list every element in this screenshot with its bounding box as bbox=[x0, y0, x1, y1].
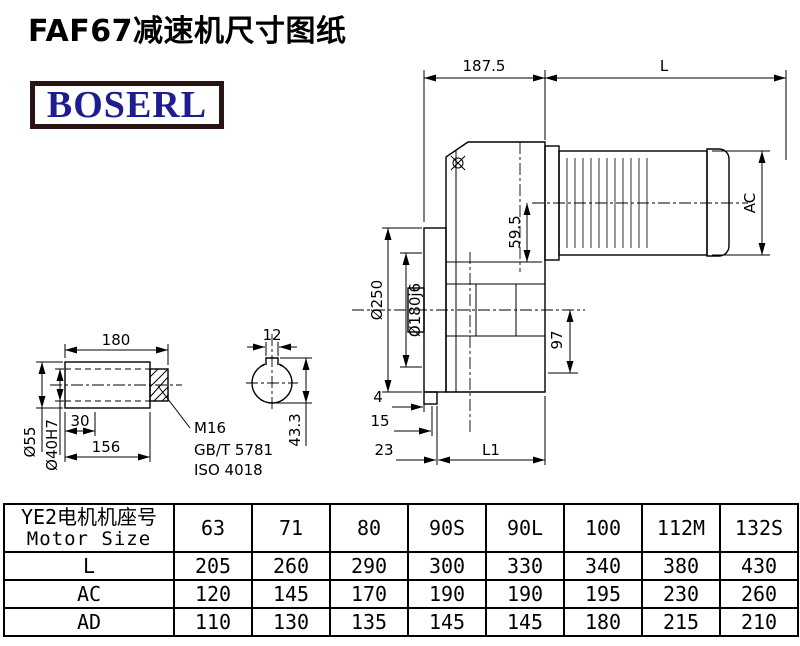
table-header-motor-size: YE2电机机座号 Motor Size bbox=[3, 503, 175, 553]
cell: 180 bbox=[563, 607, 643, 637]
cell: 145 bbox=[251, 579, 331, 609]
motor-size-label-en: Motor Size bbox=[26, 528, 152, 551]
dim-label-spigot-diameter: Ø180j6 bbox=[406, 283, 424, 337]
cell: 190 bbox=[485, 579, 565, 609]
dim-label-L1: L1 bbox=[482, 441, 500, 459]
cell: 190 bbox=[407, 579, 487, 609]
dim-label-ac: AC bbox=[741, 193, 759, 213]
dim-label-shaft-length: 180 bbox=[102, 331, 131, 349]
dim-label-bore: Ø40H7 bbox=[43, 419, 61, 471]
cell: 110 bbox=[173, 607, 253, 637]
motor-size-90l: 90L bbox=[485, 503, 565, 553]
dim-label-key-width: 12 bbox=[262, 326, 281, 344]
cell: 290 bbox=[329, 551, 409, 581]
boserl-logo: BOSERL bbox=[30, 81, 224, 129]
dim-label-top-width: 187.5 bbox=[463, 57, 506, 75]
cell: 260 bbox=[251, 551, 331, 581]
dim-label-97: 97 bbox=[548, 330, 566, 349]
dim-label-shaft-od: Ø55 bbox=[21, 427, 39, 458]
cell: 430 bbox=[719, 551, 799, 581]
dim-label-motor-length: L bbox=[660, 57, 669, 75]
cell: 205 bbox=[173, 551, 253, 581]
motor-size-112m: 112M bbox=[641, 503, 721, 553]
table-row-L: L 205 260 290 300 330 340 380 430 bbox=[3, 551, 799, 581]
cell: 330 bbox=[485, 551, 565, 581]
dim-label-key-height: 43.3 bbox=[286, 413, 304, 446]
dim-label-flange-diameter: Ø250 bbox=[368, 280, 386, 320]
gearbox-main-view bbox=[352, 141, 748, 435]
dim-label-15: 15 bbox=[370, 412, 389, 430]
bolt-mark-icon bbox=[450, 155, 466, 171]
cell: 260 bbox=[719, 579, 799, 609]
motor-size-80: 80 bbox=[329, 503, 409, 553]
keyway-section: 12 43.3 bbox=[246, 326, 312, 447]
thread-label: M16 bbox=[194, 419, 226, 437]
table-row-AD: AD 110 130 135 145 145 180 215 210 bbox=[3, 607, 799, 637]
table-row-AC: AC 120 145 170 190 190 195 230 260 bbox=[3, 579, 799, 609]
dim-label-59-5: 59.5 bbox=[506, 215, 524, 248]
cell: 195 bbox=[563, 579, 643, 609]
dim-label-23: 23 bbox=[374, 441, 393, 459]
motor-fan-cover bbox=[706, 148, 730, 257]
cell: 215 bbox=[641, 607, 721, 637]
dim-label-156: 156 bbox=[92, 438, 121, 456]
motor-size-100: 100 bbox=[563, 503, 643, 553]
cell: 170 bbox=[329, 579, 409, 609]
cell: 380 bbox=[641, 551, 721, 581]
motor-size-71: 71 bbox=[251, 503, 331, 553]
table-header-row: YE2电机机座号 Motor Size 63 71 80 90S 90L 100… bbox=[3, 503, 799, 553]
cell: 145 bbox=[407, 607, 487, 637]
output-shaft-detail: 180 Ø55 Ø40H7 30 156 M16 GB/T 5781 ISO 4… bbox=[21, 331, 273, 479]
logo-text: BOSERL bbox=[46, 84, 208, 126]
cell: 230 bbox=[641, 579, 721, 609]
cell: 145 bbox=[485, 607, 565, 637]
dim-label-30: 30 bbox=[70, 412, 89, 430]
standard-gbt-label: GB/T 5781 bbox=[194, 441, 273, 459]
row-label-AD: AD bbox=[3, 607, 175, 637]
dim-label-4: 4 bbox=[373, 388, 383, 406]
row-label-L: L bbox=[3, 551, 175, 581]
cell: 340 bbox=[563, 551, 643, 581]
cell: 130 bbox=[251, 607, 331, 637]
motor-size-132s: 132S bbox=[719, 503, 799, 553]
dimension-drawing: 187.5 L AC Ø250 Ø180j6 59.5 97 4 15 bbox=[21, 57, 787, 479]
motor-size-90s: 90S bbox=[407, 503, 487, 553]
standard-iso-label: ISO 4018 bbox=[194, 461, 263, 479]
cell: 135 bbox=[329, 607, 409, 637]
motor-size-label-cn: YE2电机机座号 bbox=[20, 505, 158, 530]
cell: 120 bbox=[173, 579, 253, 609]
main-view-dimensions: 187.5 L AC Ø250 Ø180j6 59.5 97 4 15 bbox=[368, 57, 787, 465]
motor-size-63: 63 bbox=[173, 503, 253, 553]
cell: 210 bbox=[719, 607, 799, 637]
gearbox-housing bbox=[445, 141, 546, 393]
row-label-AC: AC bbox=[3, 579, 175, 609]
size-table: YE2电机机座号 Motor Size 63 71 80 90S 90L 100… bbox=[3, 503, 799, 637]
page-title: FAF67减速机尺寸图纸 bbox=[28, 14, 347, 49]
cell: 300 bbox=[407, 551, 487, 581]
